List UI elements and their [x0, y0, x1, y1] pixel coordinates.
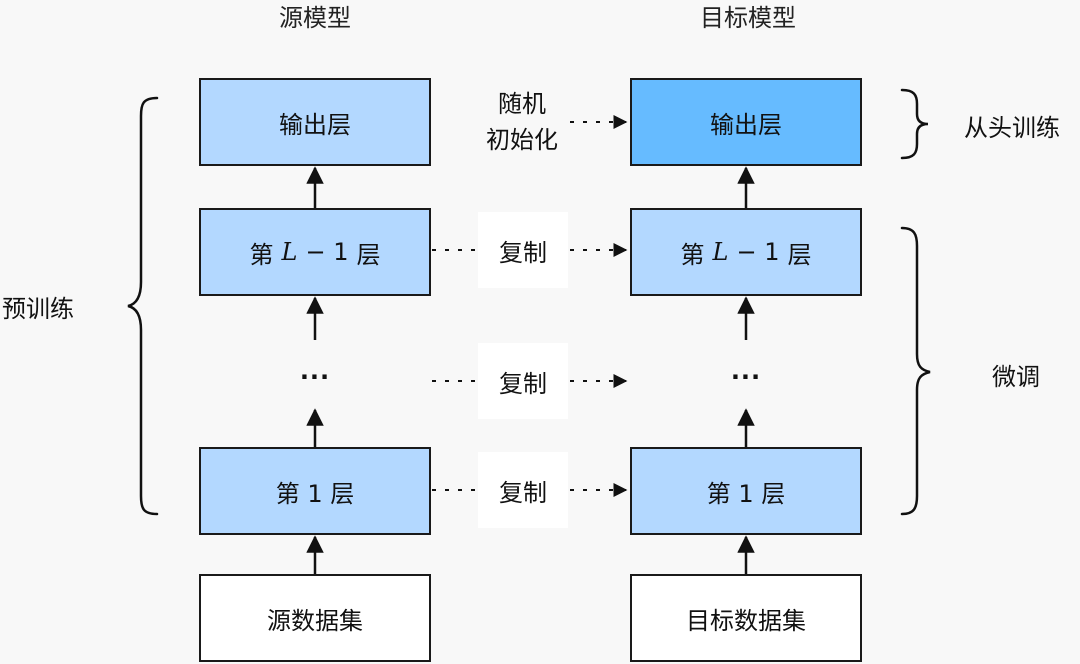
from-scratch-label: 从头训练: [964, 114, 1060, 142]
source-layer-L-prefix: 第: [249, 240, 274, 269]
source-layer-L-rest: − 1: [305, 238, 349, 266]
target-layer-L-rest: − 1: [736, 238, 780, 266]
copy-label-layer-L: 复制: [478, 212, 568, 288]
target-model-title: 目标模型: [700, 4, 796, 32]
source-layer-L-var: L: [281, 238, 298, 266]
random-init-line1: 随机: [498, 90, 546, 118]
source-dataset: 源数据集: [199, 574, 431, 662]
brace-from-scratch: [900, 88, 929, 160]
source-layer-L-minus-1: 第 L − 1 层: [199, 208, 431, 296]
brace-finetune: [900, 226, 931, 516]
target-layer-1: 第 1 层: [630, 447, 862, 535]
copy-label-ellipsis: 复制: [478, 343, 568, 419]
target-layer-L-suffix: 层: [787, 240, 812, 269]
finetune-label: 微调: [992, 363, 1040, 391]
brace-pretrain: [127, 96, 159, 516]
pretrain-label: 预训练: [2, 295, 74, 323]
source-output-layer: 输出层: [199, 78, 431, 166]
target-layer-L-minus-1: 第 L − 1 层: [630, 208, 862, 296]
random-init-label: 随机 初始化: [472, 86, 572, 158]
target-layer-L-var: L: [712, 238, 729, 266]
target-dataset: 目标数据集: [630, 574, 862, 662]
random-init-line2: 初始化: [486, 126, 558, 154]
source-layer-1: 第 1 层: [199, 447, 431, 535]
source-model-title: 源模型: [279, 4, 351, 32]
source-layer-L-suffix: 层: [356, 240, 381, 269]
target-ellipsis: ···: [730, 363, 762, 391]
source-ellipsis: ···: [299, 363, 331, 391]
copy-label-layer-1: 复制: [478, 452, 568, 528]
target-output-layer: 输出层: [630, 78, 862, 166]
target-layer-L-prefix: 第: [680, 240, 705, 269]
